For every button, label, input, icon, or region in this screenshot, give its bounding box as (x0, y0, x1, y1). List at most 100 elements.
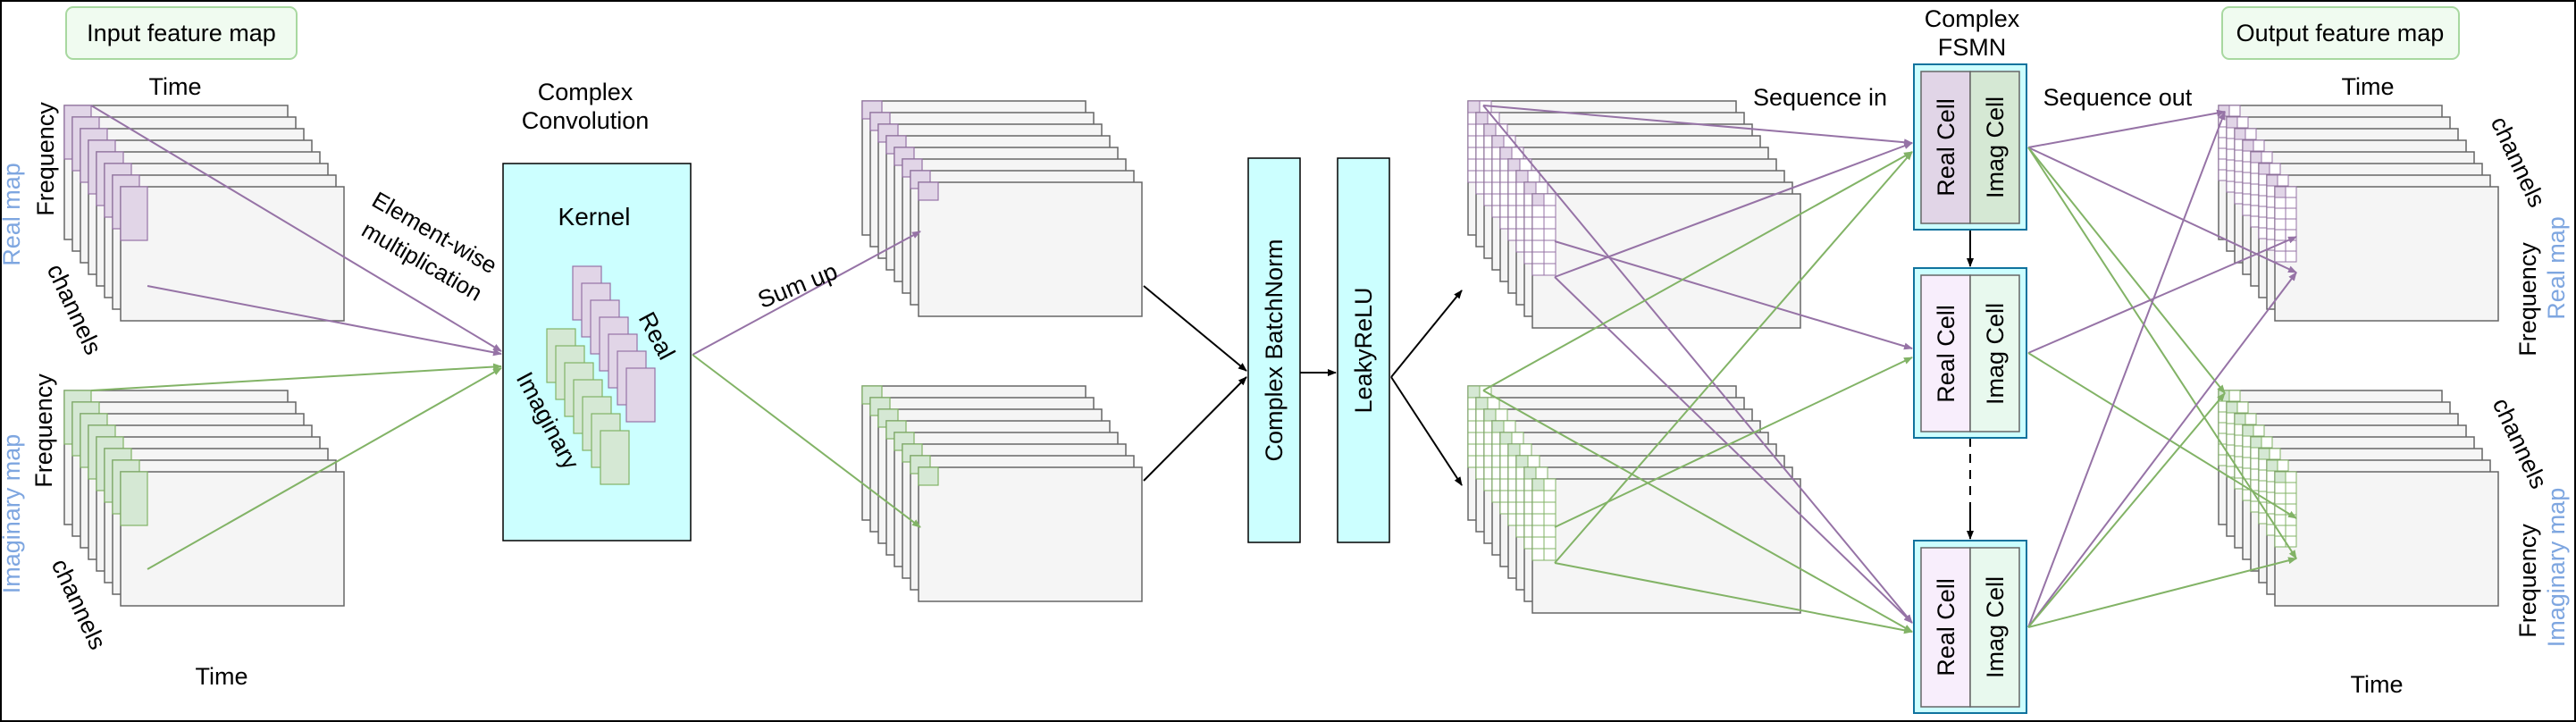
seq-out-imag-1-1 (2027, 352, 2297, 519)
complex-batchnorm-box (1247, 157, 1301, 543)
output-real-stack-cell (2253, 139, 2265, 152)
output-real-stack-cell (2226, 116, 2238, 129)
activation-imag-stack (1467, 385, 1801, 614)
kernel-label: Kernel (558, 203, 631, 231)
sumup-real-arrow (692, 231, 921, 356)
input-real-stack (63, 105, 345, 322)
kernel-stack (546, 265, 656, 485)
activation-imag-stack-cell (1531, 501, 1545, 515)
activation-imag-stack-cell (1531, 490, 1545, 503)
output-imag-stack-sheet (2274, 471, 2499, 607)
output-imag-stack-cell (2250, 436, 2262, 449)
seq-in-real-0-0 (1482, 105, 1913, 147)
output-imag-stack-cell (2258, 448, 2270, 460)
input-real-stack-sheet (120, 186, 345, 322)
activation-imag-stack-cell (1511, 432, 1524, 445)
conv-out-real-stack (861, 100, 1143, 317)
activation-real-stack-cell (1491, 135, 1505, 148)
output-imag-stack-cell (2266, 459, 2278, 472)
activation-real-stack-cell (1543, 205, 1557, 218)
activation-real-stack-cell (1543, 216, 1557, 230)
activation-imag-stack-cell (1543, 478, 1557, 491)
input-real-stack-patch (120, 186, 148, 241)
activation-imag-stack-cell (1467, 385, 1481, 399)
activation-real-stack-cell (1531, 228, 1545, 241)
output-real-stack-cell (2285, 250, 2297, 263)
activation-imag-stack-cell (1535, 466, 1548, 480)
fsmn-cell-1-imag-label: Imag Cell (1982, 97, 2009, 198)
complex-conv-title-2: Convolution (522, 107, 650, 134)
output-imag-stack-cell (2253, 424, 2265, 437)
input-real-frequency-label: Frequency (32, 102, 59, 216)
activation-real-stack-cell (1543, 228, 1557, 241)
seq-out-imag-2-2 (2027, 557, 2297, 628)
input-title-box (65, 6, 298, 60)
sumup-imag-arrow (692, 354, 921, 528)
activation-imag-stack-cell (1543, 536, 1557, 550)
seq-out-real-0-2 (2027, 147, 2297, 273)
output-imag-stack-cell (2274, 535, 2287, 548)
activation-imag-stack-cell (1507, 443, 1521, 457)
activation-imag-stack-cell (1515, 455, 1529, 468)
activation-imag-stack-cell (1475, 397, 1489, 410)
output-real-time-label: Time (2342, 73, 2395, 100)
output-real-stack-cell (2274, 207, 2287, 220)
output-imag-frequency-label: Frequency (2514, 524, 2541, 638)
seq-in-imag-0-0 (1482, 151, 1913, 391)
output-real-stack (2218, 105, 2499, 322)
output-real-stack-cell (2234, 128, 2246, 140)
activation-imag-stack-cell (1543, 513, 1557, 526)
sequence-out-label: Sequence out (2043, 84, 2193, 111)
leaky-relu-box (1337, 157, 1390, 543)
input-imag-map-label: Imaginary map (0, 434, 25, 594)
activation-imag-stack-cell (1531, 513, 1545, 526)
seq-in-imag-1-1 (1554, 357, 1913, 528)
fsmn-cell-2-real (1920, 274, 1971, 432)
activation-imag-stack-cell (1523, 466, 1537, 480)
activation-real-stack-cell (1475, 112, 1489, 125)
output-imag-stack-cell (2261, 436, 2273, 449)
activation-imag-stack-cell (1519, 443, 1532, 457)
conv-out-real-stack-sheet (918, 181, 1143, 317)
seq-in-real-2-0 (1554, 142, 1913, 278)
seq-in-imag-0-2 (1482, 390, 1913, 633)
output-imag-stack-cell (2285, 492, 2297, 505)
seq-out-imag-2-0 (2027, 392, 2226, 628)
leaky-relu-label: LeakyReLU (1350, 287, 1377, 413)
seq-in-imag-2-0 (1554, 151, 1913, 564)
seq-in-real-2-2 (1554, 276, 1913, 624)
output-imag-stack (2218, 390, 2499, 607)
activation-real-stack-cell (1531, 239, 1545, 253)
output-imag-stack-cell (2245, 413, 2257, 425)
output-real-stack-cell (2258, 163, 2270, 175)
input-real-arrow-b (147, 285, 502, 357)
activation-real-stack-cell (1543, 193, 1557, 206)
fsmn-cell-2-real-label: Real Cell (1933, 305, 1959, 403)
output-real-stack-cell (2285, 197, 2297, 209)
activation-real-stack-cell (1543, 251, 1557, 264)
activation-imag-stack-cell (1543, 490, 1557, 503)
activation-real-stack-cell (1523, 181, 1537, 195)
output-feature-map-title: Output feature map (2236, 20, 2445, 46)
output-imag-stack-cell (2277, 459, 2289, 472)
activation-real-stack-cell (1543, 239, 1557, 253)
fsmn-cell-3-imag-label: Imag Cell (1982, 576, 2009, 678)
activation-imag-stack-cell (1543, 548, 1557, 561)
output-imag-stack-cell (2274, 471, 2287, 483)
activation-real-stack-cell (1495, 123, 1508, 137)
activation-real-stack-sheet (1531, 193, 1801, 329)
connection-arrows (90, 105, 2297, 634)
seq-out-real-2-2 (2027, 272, 2297, 628)
complex-conv-title-1: Complex (538, 79, 634, 105)
seq-out-real-1-1 (2027, 236, 2297, 354)
output-real-stack-cell (2261, 151, 2273, 164)
output-imag-stack-cell (2274, 482, 2287, 494)
output-imag-stack-cell (2285, 471, 2297, 483)
activation-real-stack-cell (1535, 181, 1548, 195)
activation-imag-stack-cell (1483, 408, 1497, 422)
output-imag-stack-cell (2274, 514, 2287, 526)
fsmn-cell-3: Real Cell Imag Cell (1913, 540, 2027, 714)
output-imag-time-label: Time (2351, 671, 2404, 698)
conv-out-imag-stack (861, 385, 1143, 602)
